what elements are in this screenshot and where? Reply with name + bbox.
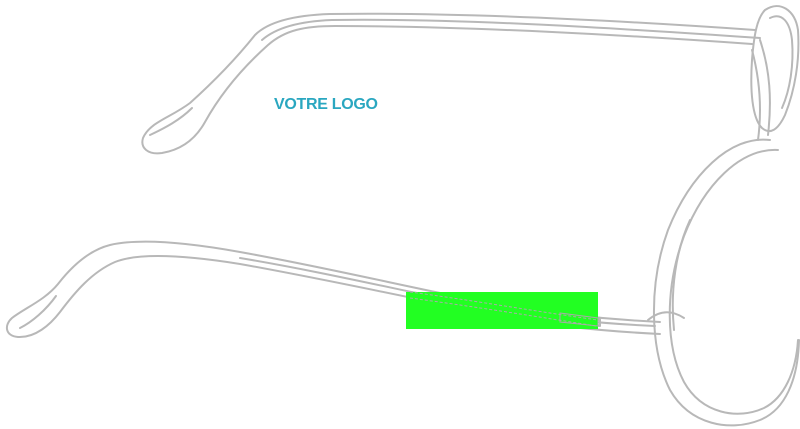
- print-area-zone: [406, 292, 598, 329]
- far-temple-arm: [141, 12, 761, 155]
- far-lens-rim: [750, 5, 800, 133]
- logo-placeholder-text: VOTRE LOGO: [274, 96, 378, 113]
- near-lens: [647, 39, 800, 427]
